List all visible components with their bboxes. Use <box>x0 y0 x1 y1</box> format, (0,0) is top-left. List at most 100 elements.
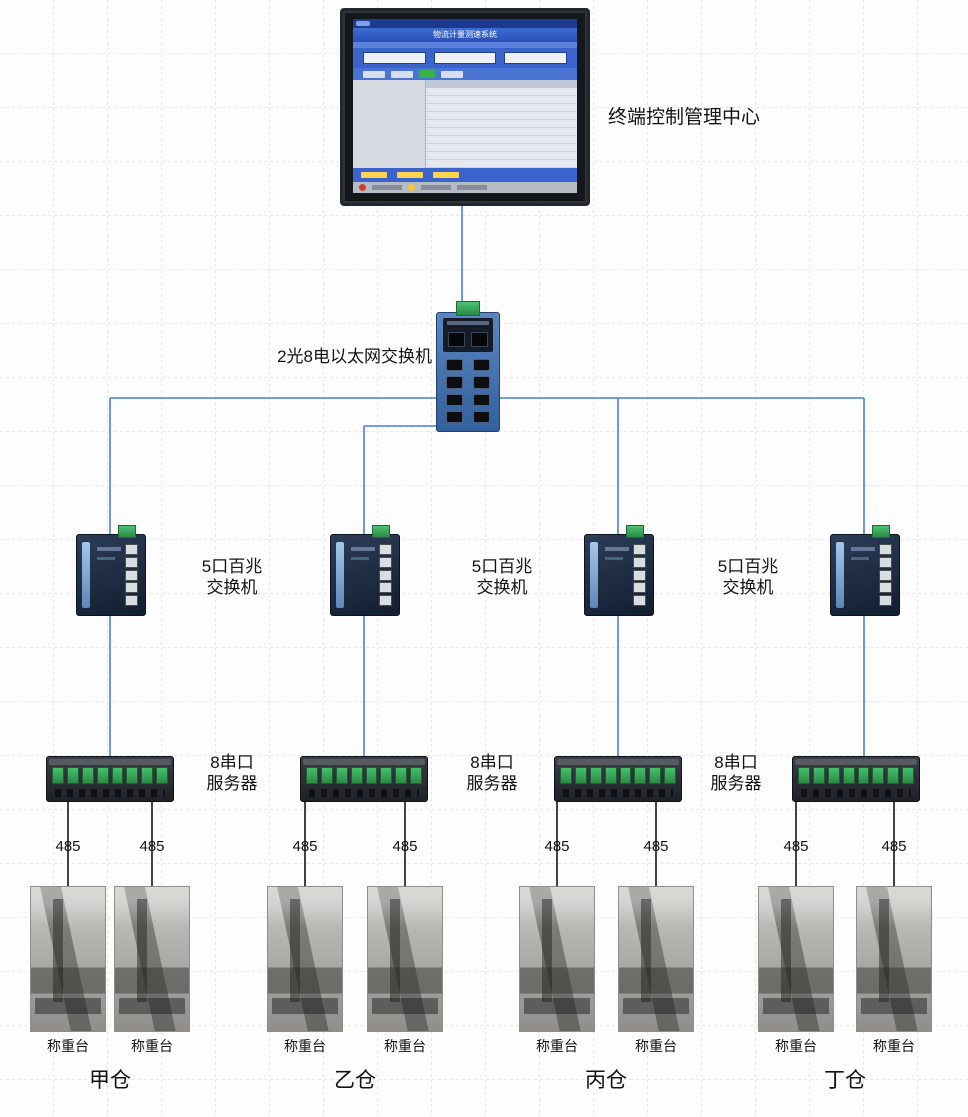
rj45-port <box>879 595 892 606</box>
terminal-connector <box>126 767 139 784</box>
serial-server-2 <box>300 756 428 802</box>
scale-label: 称重台 <box>284 1038 326 1054</box>
rj45-port <box>379 544 392 555</box>
scale-label: 称重台 <box>384 1038 426 1054</box>
rj45-port <box>379 556 392 568</box>
terminal-connector <box>664 767 676 784</box>
rj45-port <box>125 595 138 606</box>
rj45-port <box>379 569 392 581</box>
rs485-label: 485 <box>544 838 570 855</box>
switch5-label-2: 5口百兆 交换机 <box>471 557 533 598</box>
rs485-label: 485 <box>783 838 809 855</box>
rj45-port <box>879 582 892 594</box>
rj45-port-column <box>879 544 892 606</box>
scale-label: 称重台 <box>775 1038 817 1054</box>
device-text-line <box>351 557 369 560</box>
terminal-connector <box>604 767 617 784</box>
terminal-connector <box>350 767 363 784</box>
terminal-connector <box>320 767 333 784</box>
monitor-screen-title: 物流计量测速系统 <box>353 28 577 42</box>
monitor-toolbar-button <box>363 70 385 78</box>
rj45-port <box>379 582 392 594</box>
warehouse-label-3: 丙仓 <box>585 1069 627 1092</box>
terminal-block-row <box>52 767 168 784</box>
monitor-toolbar-button <box>391 70 413 78</box>
rj45-port-column <box>633 544 646 606</box>
monitor-input-box <box>363 52 426 64</box>
monitor-table-header <box>353 80 577 88</box>
rs485-label: 485 <box>643 838 669 855</box>
serial-server-1 <box>46 756 174 802</box>
panel-label-strip <box>447 321 489 325</box>
terminal-block-row <box>798 767 914 784</box>
monitor-subbar <box>353 42 577 48</box>
power-terminal-connector <box>372 525 390 538</box>
terminal-connector <box>410 767 422 784</box>
terminal-connector <box>798 767 810 784</box>
terminal-connector <box>96 767 109 784</box>
scale-label: 称重台 <box>536 1038 578 1054</box>
rj45-port <box>125 582 138 594</box>
scale-photo <box>618 886 694 1032</box>
optical-port <box>471 332 488 347</box>
monitor-status-bar <box>353 182 577 193</box>
port-hole-strip <box>309 789 419 797</box>
device-text-line <box>851 557 869 560</box>
rj45-port <box>633 556 646 568</box>
terminal-connector <box>335 767 348 784</box>
optical-port <box>448 332 465 347</box>
terminal-connector <box>589 767 602 784</box>
serial-server-3 <box>554 756 682 802</box>
switch5-label-1: 5口百兆 交换机 <box>201 557 263 598</box>
monitor-status-chip <box>397 172 423 178</box>
monitor-toolbar <box>353 68 577 80</box>
front-label-strip <box>590 542 598 608</box>
front-label-strip <box>336 542 344 608</box>
terminal-connector <box>887 767 900 784</box>
switch-5port-2 <box>330 525 400 616</box>
rj45-port <box>446 410 463 423</box>
monitor-toolbar-button <box>441 70 463 78</box>
device-text-line <box>97 547 121 551</box>
scale-photo <box>758 886 834 1032</box>
monitor-data-table <box>353 80 577 168</box>
terminal-connector <box>365 767 378 784</box>
rs485-label: 485 <box>392 838 418 855</box>
terminal-connector <box>81 767 94 784</box>
rs485-lines <box>67 800 895 888</box>
terminal-connector <box>827 767 840 784</box>
serial-server-label-3: 8串口 服务器 <box>710 753 762 794</box>
terminal-connector <box>872 767 885 784</box>
switch-5port-3 <box>584 525 654 616</box>
status-red-dot <box>359 184 366 191</box>
rj45-port <box>473 376 490 389</box>
power-terminal-connector <box>118 525 136 538</box>
status-yellow-dot <box>408 184 415 191</box>
power-terminal-connector <box>872 525 890 538</box>
control-center-monitor: 物流计量测速系统 <box>340 8 590 206</box>
monitor-left-panel <box>353 80 426 168</box>
switch-5port-1 <box>76 525 146 616</box>
main-ethernet-switch <box>436 301 500 432</box>
monitor-input-box <box>433 52 497 64</box>
scale-photo <box>367 886 443 1032</box>
rs485-label: 485 <box>292 838 318 855</box>
scale-label: 称重台 <box>131 1038 173 1054</box>
serial-server-label-1: 8串口 服务器 <box>206 753 258 794</box>
status-segment <box>372 185 402 190</box>
optical-port-panel <box>443 318 493 352</box>
rj45-port <box>633 569 646 581</box>
terminal-connector <box>619 767 632 784</box>
serial-server-label-2: 8串口 服务器 <box>466 753 518 794</box>
terminal-connector <box>111 767 124 784</box>
power-terminal-connector <box>456 301 480 316</box>
rj45-port <box>473 410 490 423</box>
terminal-connector <box>156 767 168 784</box>
rj45-port <box>879 556 892 568</box>
rj45-port <box>446 393 463 406</box>
rj45-port <box>446 376 463 389</box>
terminal-connector <box>306 767 318 784</box>
rj45-port <box>633 582 646 594</box>
serial-server-4 <box>792 756 920 802</box>
scale-photo <box>114 886 190 1032</box>
